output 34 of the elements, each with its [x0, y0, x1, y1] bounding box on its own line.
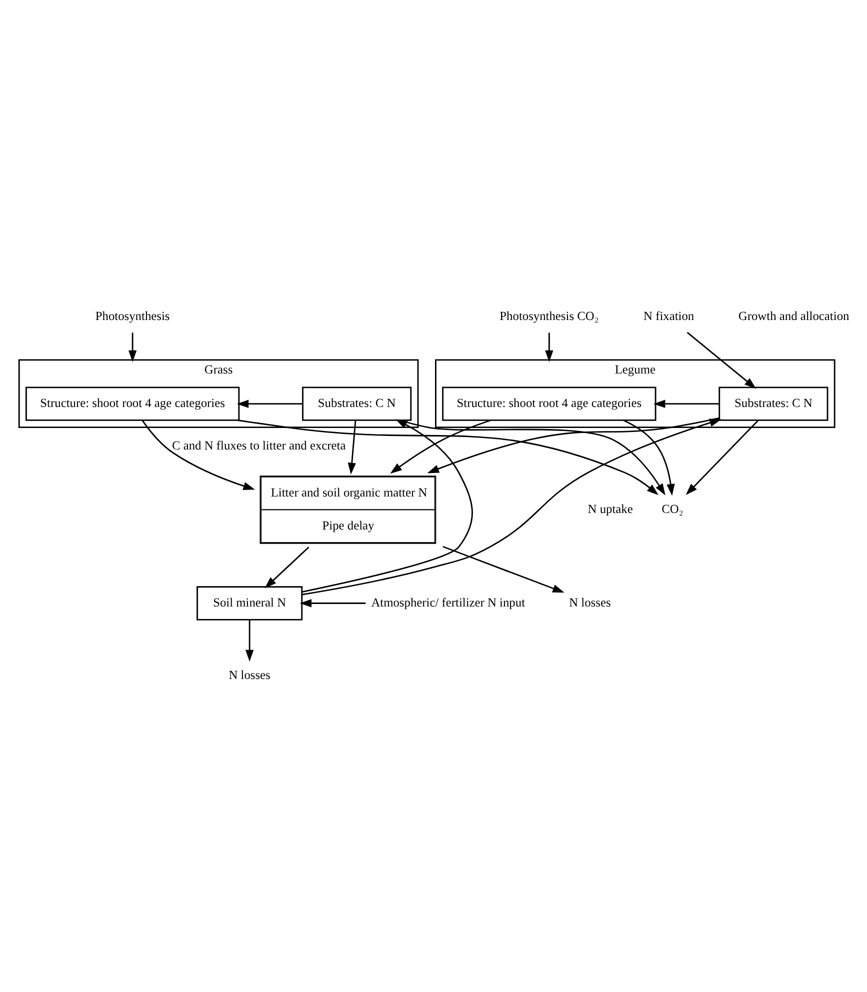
- arrow: [686, 332, 756, 389]
- node-text: Photosynthesis CO₂: [500, 308, 599, 323]
- node-text: Atmospheric/ fertilizer N input: [371, 596, 526, 610]
- node-text: N fixation: [644, 308, 694, 323]
- arrow: [400, 420, 666, 496]
- arrow: [236, 400, 303, 408]
- arrow: [427, 417, 720, 474]
- arrow: [300, 599, 366, 608]
- arrow: [302, 419, 473, 593]
- node-text: Photosynthesis: [95, 308, 170, 323]
- node-box: Structure: shoot root 4 age categories: [442, 386, 656, 421]
- node-box: Substrates: C N: [718, 386, 828, 421]
- arrow: [302, 418, 722, 596]
- arrow: [686, 420, 759, 496]
- arrow: [264, 546, 310, 588]
- node-text: CO₂: [662, 502, 684, 516]
- node-box: Soil mineral N: [196, 586, 303, 620]
- arrow: [653, 400, 720, 408]
- label: Growth and allocation: [738, 308, 850, 323]
- arrow: [348, 420, 356, 475]
- arrow: [442, 546, 564, 593]
- arrow: [623, 420, 675, 496]
- node-box: Structure: shoot root 4 age categories: [25, 386, 240, 421]
- node-text: N losses: [569, 596, 611, 610]
- edge-label: C and N fluxes to litter and excreta: [172, 438, 346, 453]
- arrow: [237, 420, 659, 496]
- arrow: [245, 620, 254, 662]
- arrow: [390, 420, 492, 474]
- arrow: [545, 332, 554, 362]
- arrow: [142, 420, 255, 490]
- arrow: [128, 332, 137, 362]
- edge-label: N uptake: [588, 502, 633, 516]
- node-box: Substrates: C N: [302, 386, 412, 421]
- node-text: N losses: [228, 668, 270, 682]
